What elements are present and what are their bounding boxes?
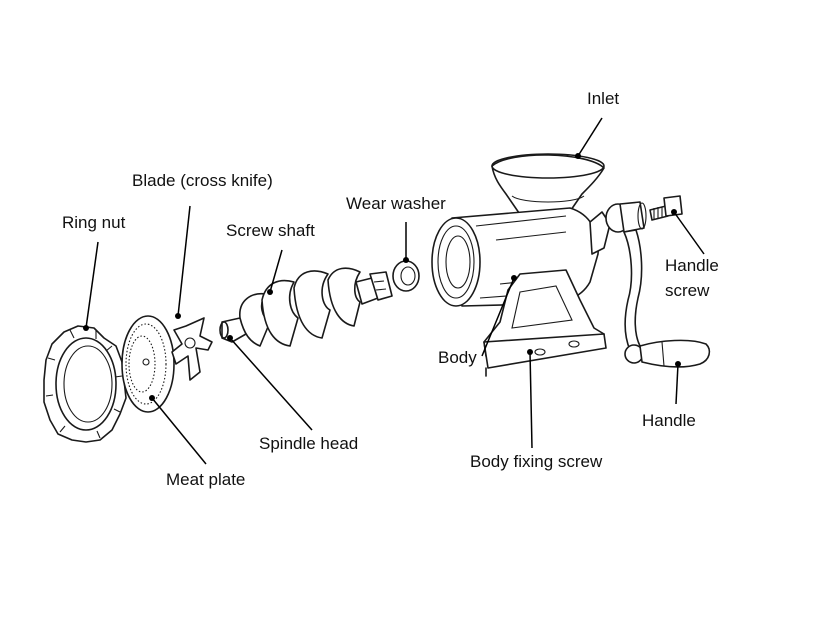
label-inlet: Inlet <box>587 89 620 108</box>
leader-lines <box>83 117 705 465</box>
handle-part <box>605 195 711 368</box>
blade-part <box>171 317 213 381</box>
wear-washer-part <box>392 260 420 292</box>
meat-plate-part <box>121 315 175 413</box>
label-spindle-head: Spindle head <box>259 434 359 453</box>
label-wear-washer: Wear washer <box>346 194 446 213</box>
label-blade: Blade (cross knife) <box>132 171 273 190</box>
label-body: Body <box>438 348 477 367</box>
label-meat-plate: Meat plate <box>166 470 246 489</box>
label-handle-screw-line2: screw <box>665 281 710 300</box>
label-handle: Handle <box>642 411 696 430</box>
body-part <box>431 153 611 377</box>
label-screw-shaft: Screw shaft <box>226 221 315 240</box>
ring-nut-part <box>43 325 127 443</box>
screw-shaft-part <box>219 267 393 347</box>
label-handle-screw-line1: Handle <box>665 256 719 275</box>
label-body-fixing-screw: Body fixing screw <box>470 452 603 471</box>
label-ring-nut: Ring nut <box>62 213 126 232</box>
